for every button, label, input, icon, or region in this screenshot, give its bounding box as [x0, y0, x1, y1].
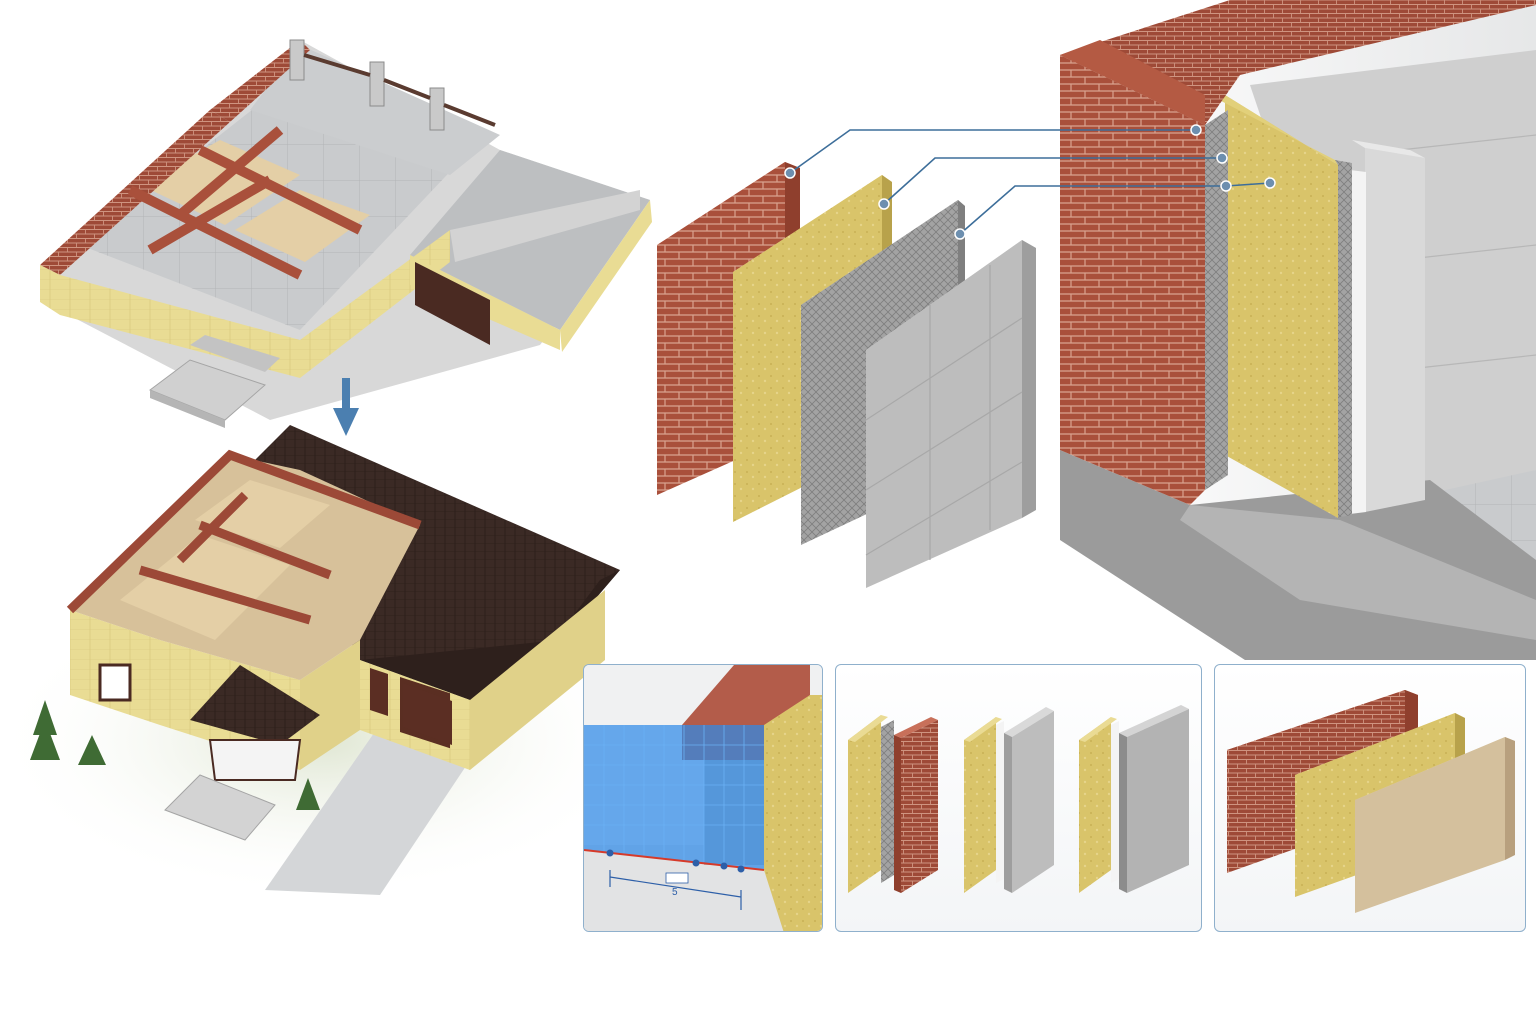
- callout-dot-insulation: [878, 198, 890, 210]
- simple-layer-plaster[interactable]: [1355, 737, 1515, 913]
- panel-wall-assemblies[interactable]: [835, 664, 1202, 932]
- callout-dot-brick: [784, 167, 796, 179]
- callout-dot-section-1: [1190, 124, 1202, 136]
- arrow-down-icon: [333, 378, 359, 436]
- grip-point[interactable]: [737, 865, 745, 873]
- assembly-1[interactable]: [848, 715, 938, 893]
- wall-cross-section: [1060, 0, 1536, 660]
- callout-dot-mesh: [954, 228, 966, 240]
- selection-highlight[interactable]: [584, 725, 764, 870]
- wall-modeling-view: 5: [584, 665, 822, 931]
- grip-point[interactable]: [692, 859, 700, 867]
- panel-wall-modeling[interactable]: 5: [583, 664, 823, 932]
- callout-lines: [789, 129, 1271, 235]
- grip-point[interactable]: [606, 849, 614, 857]
- assembly-3[interactable]: [1079, 705, 1189, 893]
- callout-dot-section-3: [1220, 180, 1232, 192]
- wall-assemblies-view: [848, 705, 1189, 893]
- panel-simple-layers[interactable]: [1214, 664, 1526, 932]
- dimension-label: 5: [672, 887, 678, 898]
- simple-layers-view: [1227, 690, 1515, 913]
- house-model: [0, 425, 650, 900]
- assembly-2[interactable]: [964, 707, 1054, 893]
- callout-markers: [784, 124, 1276, 240]
- grip-point[interactable]: [720, 862, 728, 870]
- floor-plan-model: [40, 39, 652, 428]
- layer-concrete-panel: [865, 240, 1036, 588]
- callout-dot-section-2: [1216, 152, 1228, 164]
- exploded-layers: [657, 162, 1036, 588]
- dimension-line: [609, 870, 742, 910]
- callout-dot-section-4: [1264, 177, 1276, 189]
